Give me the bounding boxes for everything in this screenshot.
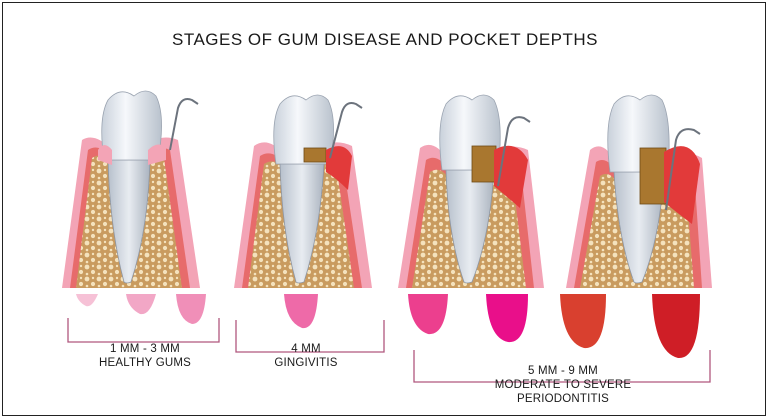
pocket-mark-6: [486, 294, 528, 343]
tooth-diagram-severe-periodontitis: [566, 94, 712, 288]
periodontal-probe: [329, 102, 363, 159]
label-brackets: [67, 318, 711, 383]
stage-label-depth: 5 MM - 9 MM: [528, 365, 598, 377]
stage-label-name: GINGIVITIS: [274, 357, 338, 369]
pocket-depth-marks: [76, 294, 700, 359]
pocket-mark-2: [126, 294, 156, 315]
pocket-mark-3: [176, 294, 206, 324]
pocket-mark-8: [652, 294, 700, 359]
tooth-root: [279, 163, 325, 284]
pocket-mark-1: [76, 294, 98, 307]
stage-label-depth: 4 MM: [291, 343, 321, 355]
stage-label-name-continued: PERIODONTITIS: [516, 393, 610, 405]
pocket-mark-7: [560, 294, 606, 349]
tartar-deposit: [471, 145, 497, 183]
stage-label-name: MODERATE TO SEVERE: [494, 379, 632, 391]
tooth-crown: [273, 94, 334, 165]
pocket-mark-4: [284, 294, 318, 329]
periodontal-probe: [169, 98, 199, 151]
bracket-healthy: [67, 318, 220, 343]
tooth-crown: [101, 90, 162, 161]
stage-label-gingivitis: 4 MM GINGIVITIS: [246, 342, 366, 370]
diagram-title: STAGES OF GUM DISEASE AND POCKET DEPTHS: [171, 30, 598, 49]
pocket-mark-5: [408, 294, 448, 335]
stage-label-depth: 1 MM - 3 MM: [110, 343, 180, 355]
tooth-root: [445, 169, 495, 284]
tartar-deposit: [639, 147, 667, 205]
inflamed-gum: [326, 146, 352, 190]
stage-label-healthy: 1 MM - 3 MM HEALTHY GUMS: [80, 342, 210, 370]
tartar-deposit: [303, 147, 327, 163]
gum-cuff: [98, 144, 166, 165]
stage-label-name: HEALTHY GUMS: [98, 357, 192, 369]
periodontal-probe: [665, 128, 701, 211]
periodontal-probe: [497, 116, 531, 187]
stage-label-periodontitis: 5 MM - 9 MM MODERATE TO SEVERE PERIODONT…: [488, 364, 638, 406]
tooth-diagram-gingivitis: [234, 94, 372, 288]
tooth-diagram-healthy: [62, 90, 200, 288]
tooth-diagram-moderate-periodontitis: [398, 94, 544, 288]
tooth-root: [107, 159, 151, 284]
bracket-periodontitis: [413, 350, 711, 383]
bracket-gingivitis: [235, 320, 385, 353]
